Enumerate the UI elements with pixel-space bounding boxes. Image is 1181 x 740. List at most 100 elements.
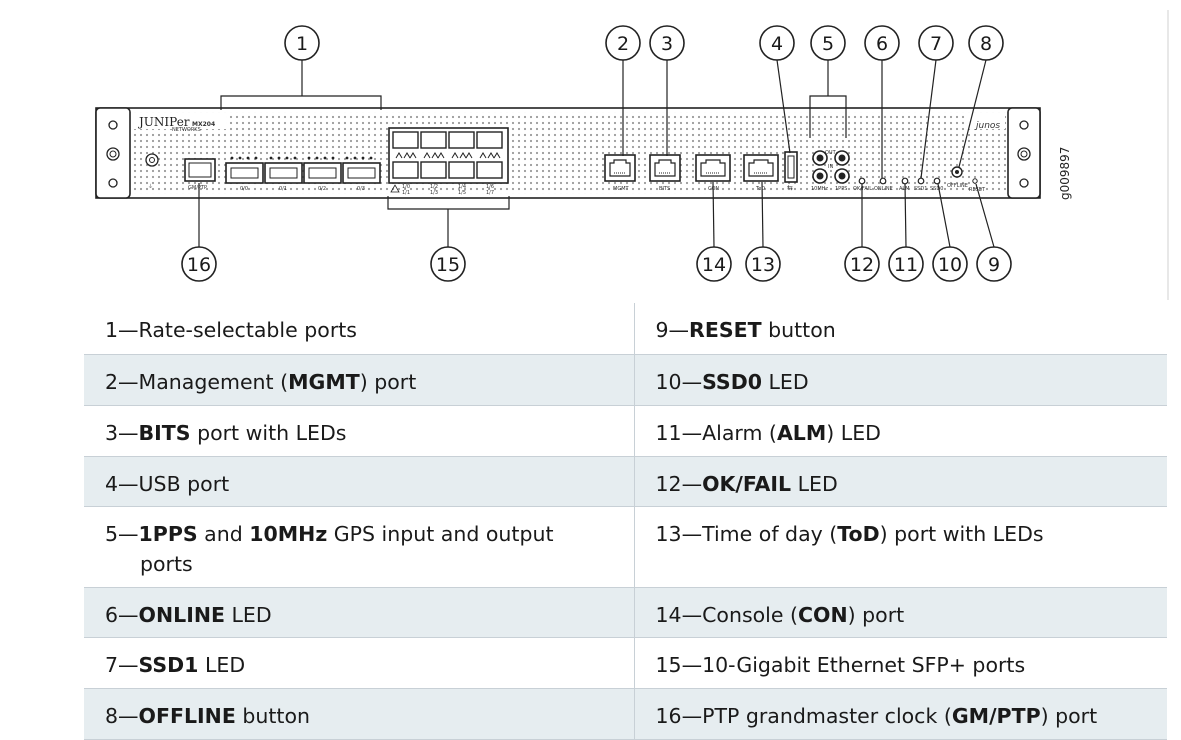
callout-10 xyxy=(932,246,968,282)
legend-cell-left: 8—OFFLINE button xyxy=(84,688,634,740)
figure-id: g009897 xyxy=(1058,147,1072,200)
callout-6-label: 6 xyxy=(876,33,888,55)
sfp-port-1-6[interactable] xyxy=(476,131,503,149)
legend-text: USB port xyxy=(138,471,230,496)
legend-term: ALM xyxy=(776,420,827,445)
callout-5-label: 5 xyxy=(822,33,834,55)
port-0-2-label: 0/2 xyxy=(318,186,326,192)
mgmt-label: MGMT xyxy=(613,186,630,192)
port-0-1[interactable] xyxy=(264,162,303,184)
legend-text: ) port xyxy=(847,602,905,627)
callout-13 xyxy=(745,246,781,282)
mgmt-port[interactable] xyxy=(604,154,636,182)
console-port[interactable] xyxy=(695,154,731,182)
legend-cell-left: 7—SSD1 LED xyxy=(84,637,634,689)
legend-term: SSD1 xyxy=(138,652,199,677)
right-rack-ear xyxy=(1007,107,1041,199)
laser-warning-icon xyxy=(390,184,400,193)
mhz-label: 10MHz xyxy=(811,186,828,192)
callout-2 xyxy=(605,25,641,61)
callout-14 xyxy=(696,246,732,282)
legend-number: 15— xyxy=(655,652,703,677)
legend-text: Console ( xyxy=(702,602,798,627)
svg-text:⏚: ⏚ xyxy=(148,183,153,190)
port-0-0[interactable] xyxy=(225,162,264,184)
legend-term: GM/PTP xyxy=(951,703,1041,728)
callout-1 xyxy=(284,25,320,61)
callout-8-label: 8 xyxy=(980,33,992,55)
legend-text: 10-Gigabit Ethernet SFP+ ports xyxy=(702,652,1026,677)
gm-ptp-port[interactable] xyxy=(184,158,216,182)
alm-label: ALM xyxy=(899,186,910,192)
sfp-label-1-5: 1/5 xyxy=(458,190,466,196)
usb-icon: ⇆ xyxy=(787,184,793,192)
legend-number: 5— xyxy=(105,521,139,546)
legend-term: RESET xyxy=(689,318,762,342)
legend-term: MGMT xyxy=(288,369,360,394)
legend-text: Time of day ( xyxy=(702,521,838,546)
legend-number: 8— xyxy=(105,703,139,728)
legend-text: button xyxy=(235,703,310,728)
callout-1-label: 1 xyxy=(296,33,308,55)
callout-6 xyxy=(864,25,900,61)
sfp-port-1-0[interactable] xyxy=(392,131,419,149)
sfp-label-1-2: 1/2 xyxy=(430,184,438,190)
legend-term: ONLINE xyxy=(138,602,225,627)
sfp-port-1-4[interactable] xyxy=(448,131,475,149)
callout-12 xyxy=(844,246,880,282)
legend-cell-left: 3—BITS port with LEDs xyxy=(84,405,634,457)
left-rack-ear xyxy=(95,107,131,199)
sfp-port-1-3[interactable] xyxy=(420,161,447,179)
legend-term: ToD xyxy=(837,521,880,546)
offline-label: OFFLINE xyxy=(947,183,968,189)
callout-5 xyxy=(810,25,846,61)
sfp-plus-ports: 1/0 1/2 1/4 1/6 1/1 1/3 1/5 1/7 xyxy=(388,127,509,196)
reset-button[interactable] xyxy=(972,178,978,184)
legend-text: ) LED xyxy=(826,420,881,445)
port-0-3[interactable] xyxy=(342,162,381,184)
sfp-port-1-1[interactable] xyxy=(392,161,419,179)
callout-15 xyxy=(430,246,466,282)
tod-label: ToD xyxy=(755,186,765,192)
sfp-label-1-3: 1/3 xyxy=(430,190,438,196)
bits-port[interactable] xyxy=(649,154,681,182)
sfp-port-1-5[interactable] xyxy=(448,161,475,179)
port-0-2[interactable] xyxy=(303,162,342,184)
callout-16-label: 16 xyxy=(187,254,211,276)
legend-term: OFFLINE xyxy=(138,703,236,728)
chassis xyxy=(95,107,1041,199)
legend-text: and xyxy=(197,521,250,546)
tod-port[interactable] xyxy=(743,154,779,182)
legend-cell-right: 13—Time of day (ToD) port with LEDs xyxy=(633,506,1167,588)
ssd1-label: SSD1 xyxy=(914,186,927,192)
callout-11-label: 11 xyxy=(894,254,918,276)
legend-cell-right: 10—SSD0 LED xyxy=(633,354,1167,406)
model-label: MX204 xyxy=(192,121,215,128)
legend-text: Rate-selectable ports xyxy=(138,318,357,342)
legend-cell-right: 16—PTP grandmaster clock (GM/PTP) port xyxy=(633,688,1167,740)
legend-cell-right: 9—RESET button xyxy=(633,303,1167,355)
sfp-port-1-2[interactable] xyxy=(420,131,447,149)
callout-7-label: 7 xyxy=(930,33,942,55)
sfp-label-1-1: 1/1 xyxy=(402,190,410,196)
legend-number: 4— xyxy=(105,471,139,496)
sfp-label-1-7: 1/7 xyxy=(486,190,494,196)
legend-term: BITS xyxy=(138,420,191,445)
sfp-label-1-4: 1/4 xyxy=(458,184,466,190)
callout-16 xyxy=(181,246,217,282)
legend-text: LED xyxy=(791,471,838,496)
legend-term: SSD0 xyxy=(702,369,762,394)
callout-14-label: 14 xyxy=(702,254,726,276)
callout-4 xyxy=(759,25,795,61)
sfp-port-1-7[interactable] xyxy=(476,161,503,179)
legend-number: 7— xyxy=(105,652,139,677)
legend-number: 10— xyxy=(655,369,703,394)
sfp-label-1-0: 1/0 xyxy=(402,184,410,190)
okfail-label: OK/FAIL xyxy=(853,186,872,192)
legend-number: 3— xyxy=(105,420,139,445)
